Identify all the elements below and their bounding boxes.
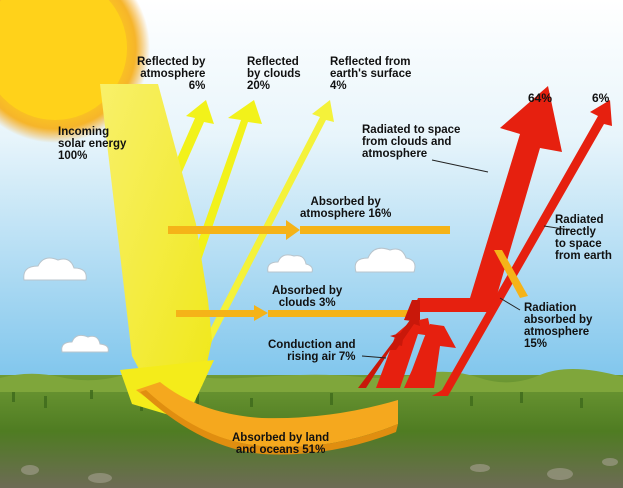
label-line: 100% xyxy=(58,150,88,162)
label-line: atmosphere xyxy=(140,68,206,80)
conduction-arrows xyxy=(358,312,420,388)
cloud-left xyxy=(23,257,87,281)
label-line: atmosphere xyxy=(524,326,590,338)
label-line: Radiated to space xyxy=(362,124,461,136)
absorbed-atmosphere-label: Absorbed by atmosphere 16% xyxy=(300,196,391,220)
reflected-surface-label: Reflected from earth's surface 4% xyxy=(330,56,411,92)
reflected-atmosphere-label: Reflected by atmosphere 6% xyxy=(137,56,205,92)
label-line: Radiated xyxy=(555,214,604,226)
label-line: 15% xyxy=(524,338,548,350)
label-line: Incoming xyxy=(58,126,110,138)
label-line: Absorbed by xyxy=(272,285,343,297)
label-line: 20% xyxy=(247,80,271,92)
pct-6-label: 6% xyxy=(592,91,610,105)
absorbed-land-label: Absorbed by land and oceans 51% xyxy=(232,432,329,456)
leader-lines xyxy=(361,159,571,359)
absorbed-land-oceans-band xyxy=(136,382,398,455)
cloud-middle xyxy=(267,254,313,273)
label-line: Conduction and xyxy=(268,339,356,351)
label-line: 4% xyxy=(330,80,347,92)
label-line: Reflected xyxy=(247,56,299,68)
radiation-absorbed-arrow xyxy=(494,250,528,298)
label-line: Absorbed by xyxy=(310,196,381,208)
label-line: from clouds and xyxy=(362,136,452,148)
label-line: absorbed by xyxy=(524,314,593,326)
absorbed-by-clouds-arrow xyxy=(176,305,418,321)
pct-64-label: 64% xyxy=(528,91,553,105)
label-line: Reflected from xyxy=(330,56,411,68)
label-line: Absorbed by land xyxy=(232,432,330,444)
incoming-solar-label: Incoming solar energy 100% xyxy=(58,126,126,162)
label-line: Reflected by xyxy=(137,56,206,68)
label-line: by clouds xyxy=(247,68,301,80)
label-line: to space xyxy=(555,238,602,250)
reflected-from-surface-arrow xyxy=(186,100,334,372)
label-line: clouds 3% xyxy=(278,297,336,309)
radiated-clouds-label: Radiated to space from clouds and atmosp… xyxy=(362,124,460,160)
radiated-directly-label: Radiated directly to space from earth xyxy=(555,214,612,262)
label-line: atmosphere xyxy=(362,148,428,160)
label-line: atmosphere 16% xyxy=(300,208,392,220)
label-line: and oceans 51% xyxy=(235,444,326,456)
label-line: from earth xyxy=(555,250,612,262)
reflected-clouds-label: Reflected by clouds 20% xyxy=(247,56,301,92)
cloud-right xyxy=(354,247,416,273)
radiated-directly-arrow xyxy=(432,100,612,396)
absorbed-clouds-label: Absorbed by clouds 3% xyxy=(272,285,342,309)
label-line: rising air 7% xyxy=(287,351,356,363)
radiation-absorbed-label: Radiation absorbed by atmosphere 15% xyxy=(524,302,592,350)
reflected-by-clouds-arrow xyxy=(176,100,262,275)
conduction-label: Conduction and rising air 7% xyxy=(268,339,356,363)
label-line: Radiation xyxy=(524,302,577,314)
label-line: earth's surface xyxy=(330,68,412,80)
label-line: solar energy xyxy=(58,138,127,150)
absorbed-by-atmosphere-arrow xyxy=(168,220,450,240)
label-line: 6% xyxy=(188,80,206,92)
cloud-bottom-left xyxy=(61,334,109,353)
label-line: directly xyxy=(555,226,596,238)
